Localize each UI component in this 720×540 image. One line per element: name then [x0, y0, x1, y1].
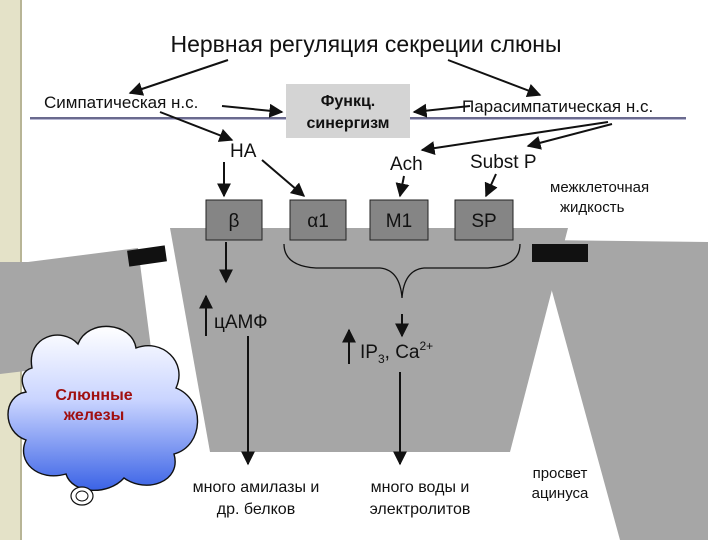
mediator-ach: Ach — [390, 154, 423, 175]
receptor-sp — [454, 199, 514, 241]
arrow-sympathetic-synergism — [221, 103, 284, 118]
synergism-line2: синергизм — [307, 115, 390, 132]
lumen-line1: просвет — [533, 465, 588, 482]
water-output-line2: электролитов — [370, 501, 471, 518]
interstitial-line2: жидкость — [560, 199, 625, 216]
sympathetic-label: Симпатическая н.с. — [44, 93, 198, 112]
receptor-beta — [205, 199, 263, 241]
receptor-alpha1 — [289, 199, 347, 241]
synergism-line1: Функц. — [321, 93, 376, 110]
lumen-line2: ацинуса — [532, 485, 589, 502]
cloud-line2: железы — [63, 407, 125, 424]
interstitial-line1: межклеточная — [550, 179, 649, 196]
page-title: Нервная регуляция секреции слюны — [170, 31, 561, 57]
arrow-para-substp — [526, 123, 613, 150]
tight-junction-right — [532, 244, 588, 262]
cloud-line1: Слюнные — [55, 387, 132, 404]
arrow-na-alpha1 — [261, 159, 306, 197]
converging-brace — [283, 243, 521, 299]
arrow-title-sympathetic — [128, 59, 229, 96]
receptor-beta-label: β — [229, 211, 240, 232]
acinar-cell-right — [538, 240, 708, 540]
camp-label: цАМФ — [214, 312, 268, 333]
acinar-cell-center — [170, 228, 568, 452]
arrow-substp-sp — [484, 173, 498, 198]
arrow-para-ach — [420, 121, 609, 156]
tight-junction-left — [127, 245, 167, 267]
receptor-m1 — [369, 199, 429, 241]
arrow-ach-m1 — [395, 175, 410, 198]
arrow-sympathetic-na — [159, 111, 234, 142]
receptor-alpha1-label: α1 — [307, 211, 329, 232]
protein-output-line1: много амилазы и — [193, 479, 320, 496]
receptor-m1-label: M1 — [386, 211, 412, 232]
arrow-parasympathetic-synergism — [412, 103, 471, 118]
water-output-line1: много воды и — [371, 479, 470, 496]
protein-output-line2: др. белков — [217, 501, 295, 518]
synergism-box — [286, 84, 410, 138]
parasympathetic-label: Парасимпатическая н.с. — [462, 97, 653, 116]
receptor-sp-label: SP — [471, 211, 496, 232]
ip3-ca-label: IP3, Ca2+ — [360, 339, 433, 366]
salivary-glands-cloud — [7, 325, 199, 506]
mediator-na: НА — [230, 141, 257, 162]
mediator-subst-p: Subst P — [470, 152, 537, 173]
arrow-title-parasympathetic — [447, 59, 542, 98]
